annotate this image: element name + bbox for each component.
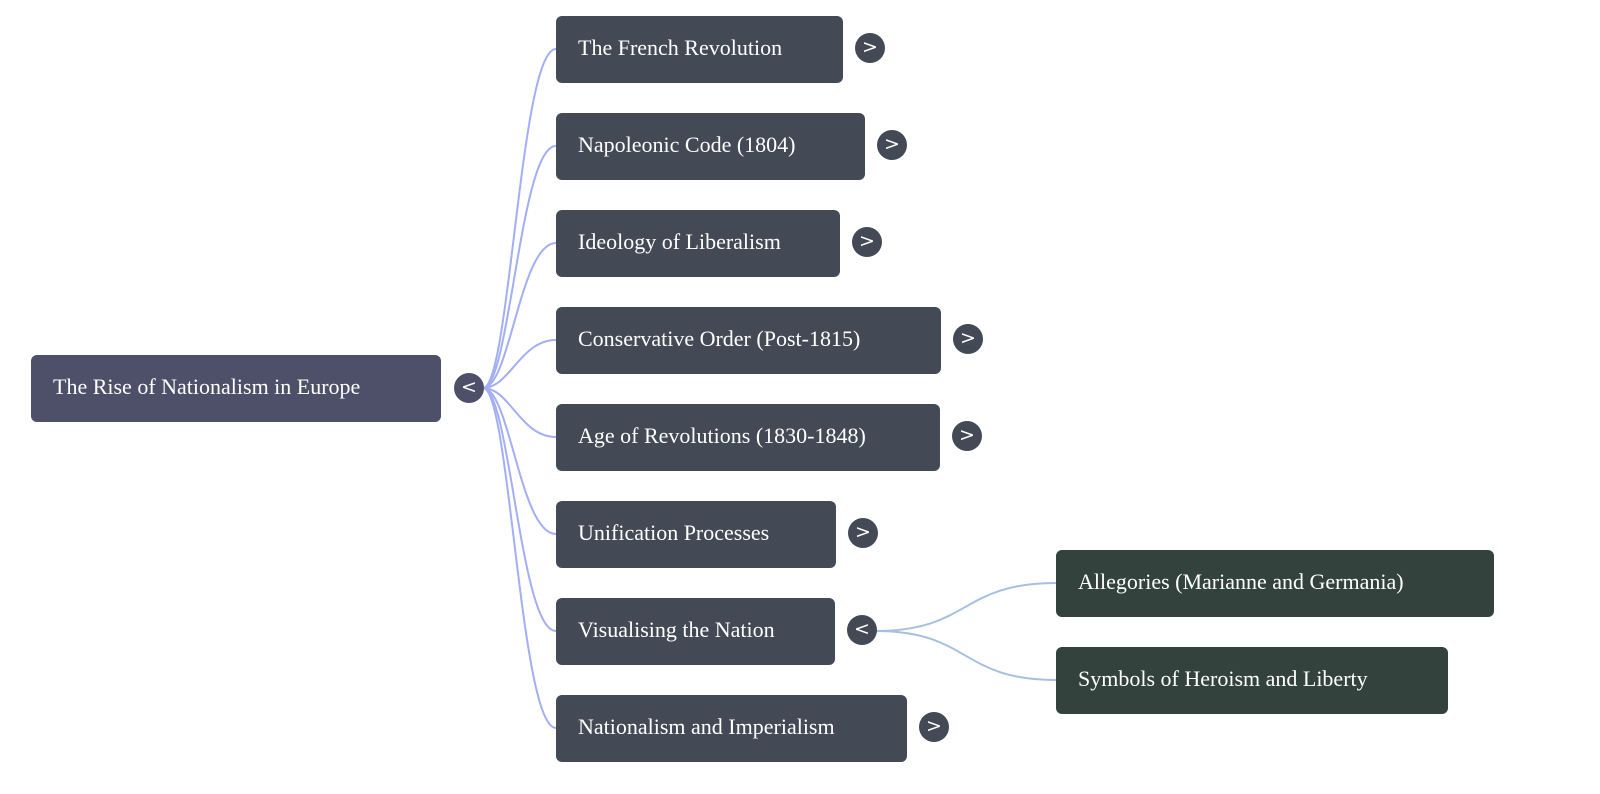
collapse-toggle[interactable]: < (847, 615, 877, 645)
connector-line (482, 242, 557, 389)
root-node[interactable]: The Rise of Nationalism in Europe (31, 355, 441, 422)
collapse-root-toggle[interactable]: < (454, 373, 484, 403)
topic-node[interactable]: Visualising the Nation (556, 598, 835, 665)
expand-toggle[interactable]: > (952, 421, 982, 451)
topic-node[interactable]: Napoleonic Code (1804) (556, 113, 865, 180)
topic-node[interactable]: Ideology of Liberalism (556, 210, 840, 277)
expand-toggle[interactable]: > (852, 227, 882, 257)
expand-toggle[interactable]: > (953, 324, 983, 354)
connector-line (875, 630, 1057, 681)
connector-line (482, 387, 557, 729)
topic-node[interactable]: Nationalism and Imperialism (556, 695, 907, 762)
topic-node[interactable]: The French Revolution (556, 16, 843, 83)
connector-line (482, 387, 557, 632)
connector-line (482, 387, 557, 438)
connector-line (482, 387, 557, 535)
expand-toggle[interactable]: > (877, 130, 907, 160)
subtopic-node[interactable]: Allegories (Marianne and Germania) (1056, 550, 1494, 617)
topic-node[interactable]: Age of Revolutions (1830-1848) (556, 404, 940, 471)
topic-node[interactable]: Conservative Order (Post-1815) (556, 307, 941, 374)
connector-line (482, 48, 557, 389)
topic-node[interactable]: Unification Processes (556, 501, 836, 568)
expand-toggle[interactable]: > (855, 33, 885, 63)
subtopic-node[interactable]: Symbols of Heroism and Liberty (1056, 647, 1448, 714)
connector-line (482, 339, 557, 389)
expand-toggle[interactable]: > (919, 712, 949, 742)
expand-toggle[interactable]: > (848, 518, 878, 548)
connector-line (875, 582, 1057, 632)
connector-line (482, 145, 557, 389)
